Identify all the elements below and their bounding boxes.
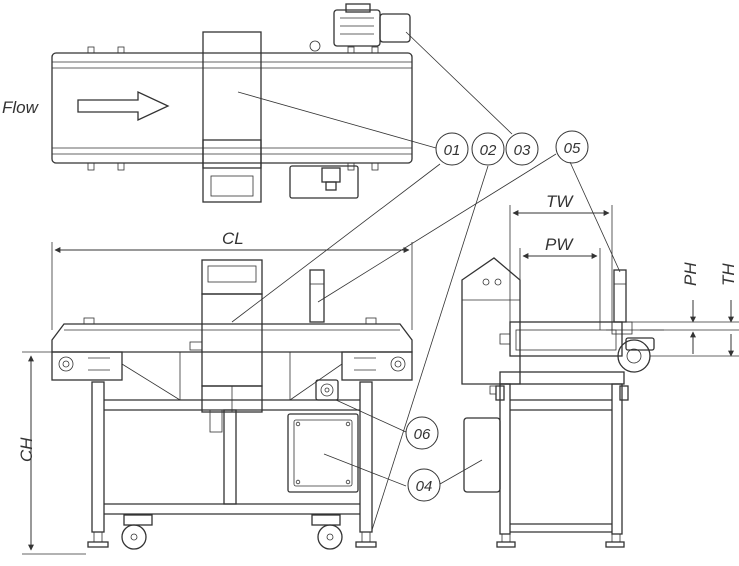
top-control-box	[202, 139, 262, 203]
leader-lines	[231, 31, 621, 531]
ch-label: CH	[17, 437, 36, 462]
front-display	[207, 265, 257, 283]
ph-label: PH	[681, 262, 700, 286]
front-feet-casters	[87, 514, 377, 550]
svg-text:01: 01	[444, 142, 461, 159]
side-belt-section	[509, 321, 623, 357]
right-roller-box	[341, 351, 413, 381]
flow-label: Flow	[2, 98, 40, 117]
tw-label: TW	[546, 192, 574, 211]
top-bolts	[87, 40, 379, 171]
side-detector-head	[461, 257, 521, 385]
left-roller-box	[51, 351, 123, 381]
front-detector-head	[201, 293, 263, 387]
photo-sensor-post	[309, 269, 325, 323]
cl-label: CL	[222, 229, 244, 248]
svg-text:03: 03	[514, 142, 531, 159]
svg-text:04: 04	[416, 478, 433, 495]
top-view	[51, 3, 413, 203]
side-frame	[489, 371, 629, 548]
front-view	[22, 242, 413, 555]
callout-05: 05	[555, 130, 589, 164]
top-motor	[333, 3, 411, 47]
svg-text:06: 06	[414, 426, 431, 443]
svg-text:05: 05	[564, 140, 581, 157]
flow-arrow-icon	[77, 90, 170, 122]
callout-03: 03	[505, 132, 539, 166]
svg-text:02: 02	[480, 142, 497, 159]
top-conveyor-frame	[51, 52, 413, 164]
side-sensor-post	[613, 269, 627, 323]
electrical-box	[287, 413, 359, 493]
callout-04: 04	[407, 468, 441, 502]
front-control-box	[201, 259, 263, 295]
side-motor	[617, 339, 651, 373]
front-frame	[91, 352, 373, 533]
top-reject-unit	[289, 165, 359, 199]
pw-label: PW	[545, 235, 574, 254]
side-view	[461, 205, 739, 548]
callout-02: 02	[471, 132, 505, 166]
top-display	[210, 175, 254, 197]
front-conveyor-bed	[51, 323, 413, 353]
side-electrical-box	[463, 417, 501, 493]
th-label: TH	[719, 263, 738, 286]
callout-01: 01	[435, 132, 469, 166]
callout-06: 06	[405, 416, 439, 450]
air-valve-unit	[315, 379, 339, 401]
